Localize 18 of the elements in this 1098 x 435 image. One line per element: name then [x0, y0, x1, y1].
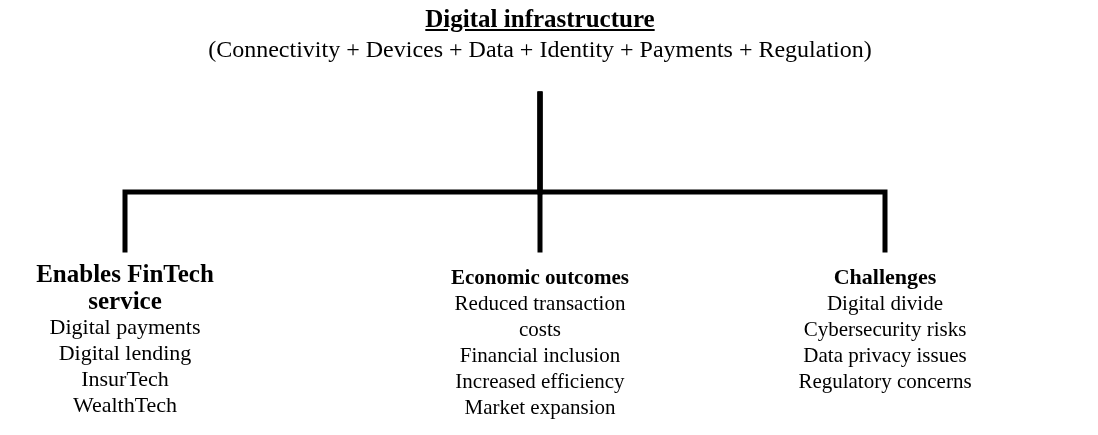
list-item: Increased efficiency — [455, 368, 625, 394]
list-item: Market expansion — [464, 394, 616, 420]
heading: Challenges — [833, 263, 937, 290]
list-item: Regulatory concerns — [798, 368, 972, 394]
heading: Digital infrastructure — [425, 4, 655, 34]
heading: Enables FinTech service — [35, 259, 215, 314]
connector-line — [537, 91, 888, 253]
heading: Economic outcomes — [451, 264, 629, 290]
list-item: InsurTech — [81, 366, 169, 392]
list-item: Digital payments — [49, 314, 201, 340]
list-item: (Connectivity + Devices + Data + Identity + Payments + Regulation) — [208, 35, 872, 64]
list-item: Data privacy issues — [803, 342, 967, 368]
list-item: Cybersecurity risks — [803, 316, 967, 342]
list-item: Reduced transaction costs — [453, 290, 627, 342]
list-item: Digital lending — [58, 340, 192, 366]
list-item: WealthTech — [72, 392, 178, 418]
list-item: Digital divide — [826, 290, 944, 316]
list-item: Financial inclusion — [459, 342, 621, 368]
